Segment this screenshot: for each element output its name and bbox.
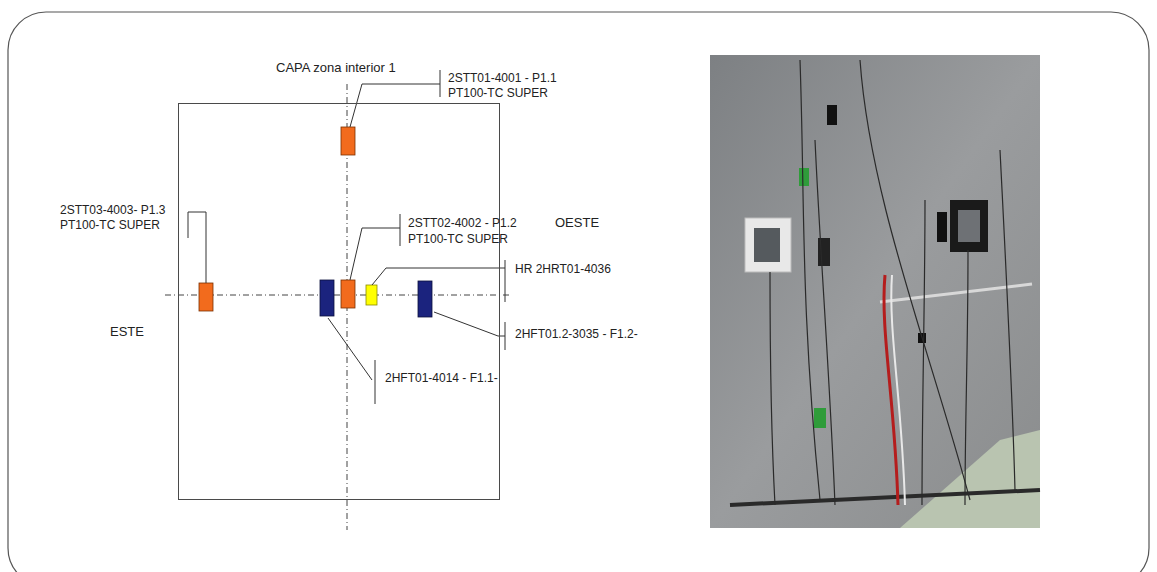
frame <box>8 12 1149 572</box>
sensor-label: 2HFT01.2-3035 - F1.2- <box>515 327 638 341</box>
sensor-label: PT100-TC SUPER <box>448 86 548 100</box>
sensor-label: PT100-TC SUPER <box>60 218 160 232</box>
sensor-label: OESTE <box>555 215 599 230</box>
pt100-sensor <box>341 127 355 155</box>
layer-title: CAPA zona interior 1 <box>276 60 396 75</box>
humidity-sensor <box>366 285 377 305</box>
sensor-label: 2HFT01-4014 - F1.1- <box>385 371 498 385</box>
sensor-label: 2STT03-4003- P1.3 <box>60 203 165 217</box>
heat-flux-sensor <box>418 281 432 317</box>
sensor-label: HR 2HRT01-4036 <box>515 262 611 276</box>
sensor-label: 2STT02-4002 - P1.2 <box>408 216 517 230</box>
wall-photo <box>710 55 1040 528</box>
axis-line <box>165 295 510 296</box>
wall-outline: CAPA zona interior 1 <box>178 103 500 500</box>
pt100-sensor <box>341 280 355 308</box>
sensor-label: 2STT01-4001 - P1.1 <box>448 71 557 85</box>
heat-flux-sensor <box>320 280 334 316</box>
sensor-label: ESTE <box>110 324 144 339</box>
pt100-sensor <box>199 283 213 311</box>
sensor-label: PT100-TC SUPER <box>408 232 508 246</box>
